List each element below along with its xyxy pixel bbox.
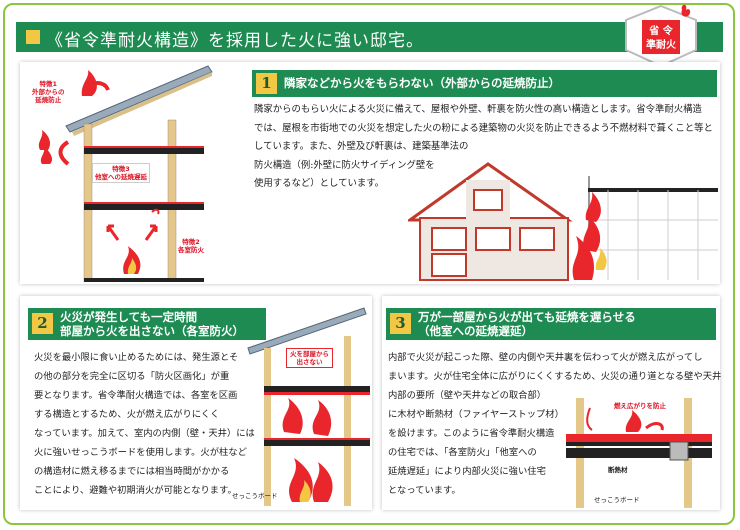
section2-body: 火災を最小限に食い止めるためには、発生源とそ の他の部分を完全に区切る「防火区画…: [34, 352, 255, 496]
badge-line2: 準耐火: [646, 38, 677, 51]
section2-board-label: せっこうボード: [232, 492, 278, 500]
section1-header: 1 隣家などから火をもらわない（外部からの延焼防止）: [252, 70, 717, 97]
section3-number: 3: [390, 313, 411, 334]
section3-prevent-label: 燃え広がりを防止: [614, 402, 666, 410]
building-section-diagram: [38, 65, 213, 282]
house-fire-illustration: [408, 162, 718, 281]
section3-title-line2: （他室への延焼遅延）: [418, 324, 533, 338]
section2-number: 2: [32, 313, 53, 334]
badge-line1: 省 令: [648, 24, 673, 37]
section2-title-line1: 火災が発生しても一定時間: [60, 310, 198, 324]
section3-body: 内部で火災が起こった際、壁の内側や天井裏を伝わって火が燃え広がってし まいます。…: [388, 352, 722, 496]
section1-number: 1: [256, 73, 277, 94]
fire-badge-icon: 省 令 準耐火: [625, 4, 697, 68]
section1-title: 隣家などから火をもらわない（外部からの延焼防止）: [284, 76, 560, 90]
page-title: 《省令準耐火構造》を採用した火に強い邸宅。: [46, 31, 424, 51]
section3-board-label: せっこうボード: [594, 496, 640, 504]
section2-fire-label: 火を部屋から出さない: [286, 348, 333, 368]
section2-title-line2: 部屋から火を出さない（各室防火）: [60, 324, 244, 338]
section3-header: 3 万が一部屋から火が出ても延焼を遅らせる （他室への延焼遅延）: [386, 308, 716, 340]
section3-title-line1: 万が一部屋から火が出ても延焼を遅らせる: [418, 310, 636, 324]
section3-diagram: [566, 398, 712, 508]
section3-insulation-label: 断熱材: [608, 466, 628, 474]
section2-header: 2 火災が発生しても一定時間 部屋から火を出さない（各室防火）: [28, 308, 266, 340]
section1-body: 隣家からのもらい火による火災に備えて、屋根や外壁、軒裏を防火性の高い構造とします…: [254, 104, 713, 189]
section2-diagram: [247, 307, 370, 506]
page-frame: [3, 3, 735, 525]
page-header: 《省令準耐火構造》を採用した火に強い邸宅。: [16, 22, 723, 52]
header-square-icon: [26, 30, 40, 44]
